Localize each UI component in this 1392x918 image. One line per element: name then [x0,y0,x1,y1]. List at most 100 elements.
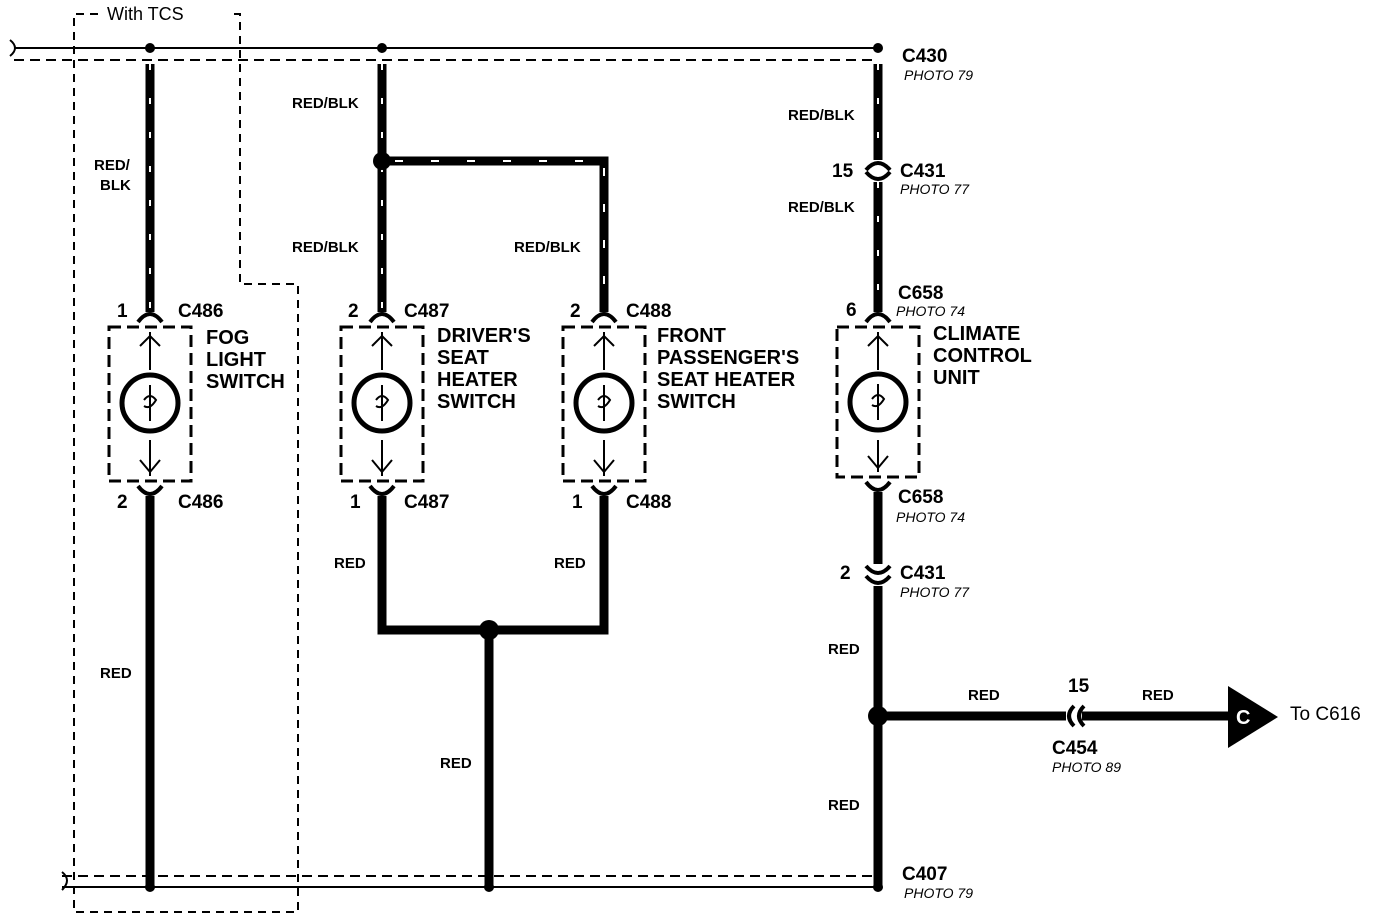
connector-label: C487 [404,301,449,322]
pin-number: 2 [840,563,851,584]
connector-label: C487 [404,492,449,513]
component-label: SWITCH [206,371,285,393]
wire-label: RED/BLK [788,199,855,216]
connector-label: C454 [1052,738,1098,759]
connector-c454 [1067,704,1086,728]
connector-label: C407 [902,864,947,885]
offpage-connector-letter: C [1236,707,1250,729]
component-label: CONTROL [933,345,1032,367]
photo-ref: PHOTO 79 [904,67,973,83]
connector-c431-lower [864,564,892,585]
component-label: FOG [206,327,249,349]
component-label: UNIT [933,367,980,389]
connector-c431-upper [864,161,892,181]
photo-ref: PHOTO 77 [900,584,970,600]
pin-number: 15 [1068,676,1090,697]
connector-c488-top [590,312,618,324]
climate-control-unit-box [835,325,921,479]
pin-number: 6 [846,300,857,321]
passenger-seat-heater-switch-box [561,325,647,483]
connector-label: C658 [898,487,943,508]
switch-arrows [867,332,889,472]
switch-element [871,384,886,420]
connector-c486-top [136,312,164,324]
wire-label: RED [828,797,860,814]
offpage-label: To C616 [1290,704,1361,725]
wire-label: RED [968,687,1000,704]
connector-label: C488 [626,492,671,513]
connector-label: C431 [900,563,946,584]
pin-number: 1 [350,492,361,513]
wire-stripe [395,160,605,312]
connector-label: C431 [900,161,946,182]
connector-label: C658 [898,283,943,304]
connector-label: C430 [902,46,947,67]
top-bus-splice [873,43,883,53]
component-label: SWITCH [657,391,736,413]
switch-contact-circle [119,372,181,434]
wire-label: RED [440,755,472,772]
photo-ref: PHOTO 77 [900,181,970,197]
pin-number: 1 [117,301,128,322]
connector-label: C486 [178,492,223,513]
connector-c658-bottom [864,480,892,492]
wire-label: RED/BLK [292,239,359,256]
pin-number: 15 [832,161,854,182]
tcs-dashed-outline [73,13,299,913]
connector-c486-bottom [136,484,164,496]
switch-contact-circle [847,371,909,433]
connector-c658-top [864,312,892,324]
pin-number: 2 [348,301,359,322]
switch-element [143,385,158,421]
top-bus-break-symbol [9,39,16,57]
top-bus-splice [377,43,387,53]
pin-number: 1 [572,492,583,513]
switch-contact-circle [573,372,635,434]
connector-label: C488 [626,301,671,322]
photo-ref: PHOTO 74 [896,303,965,319]
switch-element [597,385,612,421]
component-label: CLIMATE [933,323,1020,345]
wire-label: RED/BLK [788,107,855,124]
component-label: SWITCH [437,391,516,413]
wire-label: RED [334,555,366,572]
component-label: PASSENGER'S [657,347,799,369]
photo-ref: PHOTO 79 [904,885,973,901]
wire-label: RED [1142,687,1174,704]
fog-light-switch-box [107,325,193,483]
switch-arrows [371,332,393,476]
component-label: HEATER [437,369,518,391]
top-bus-splice [145,43,155,53]
wire-label: RED [554,555,586,572]
wire-label: RED/BLK [514,239,581,256]
component-label: DRIVER'S [437,325,531,347]
component-label: LIGHT [206,349,266,371]
component-label: SEAT HEATER [657,369,796,391]
tcs-label: With TCS [107,4,184,24]
wire-label: RED [100,665,132,682]
wire-red-blk [382,156,609,312]
connector-c487-top [368,312,396,324]
photo-ref: PHOTO 74 [896,509,965,525]
pin-number: 2 [117,492,128,513]
switch-arrows [139,332,161,476]
wire-label: RED/BLK [292,95,359,112]
switch-element [375,385,390,421]
connector-c487-bottom [368,484,396,496]
wire-label: BLK [100,177,131,194]
offpage-connector-arrow [1228,686,1278,748]
wire-label: RED/ [94,157,131,174]
component-label: SEAT [437,347,489,369]
switch-arrows [593,332,615,476]
switch-contact-circle [351,372,413,434]
connector-c488-bottom [590,484,618,496]
bottom-bus-break-symbol [61,871,68,891]
pin-number: 2 [570,301,581,322]
component-label: FRONT [657,325,726,347]
wire-label: RED [828,641,860,658]
connector-label: C486 [178,301,223,322]
drivers-seat-heater-switch-box [339,325,425,483]
photo-ref: PHOTO 89 [1052,759,1121,775]
